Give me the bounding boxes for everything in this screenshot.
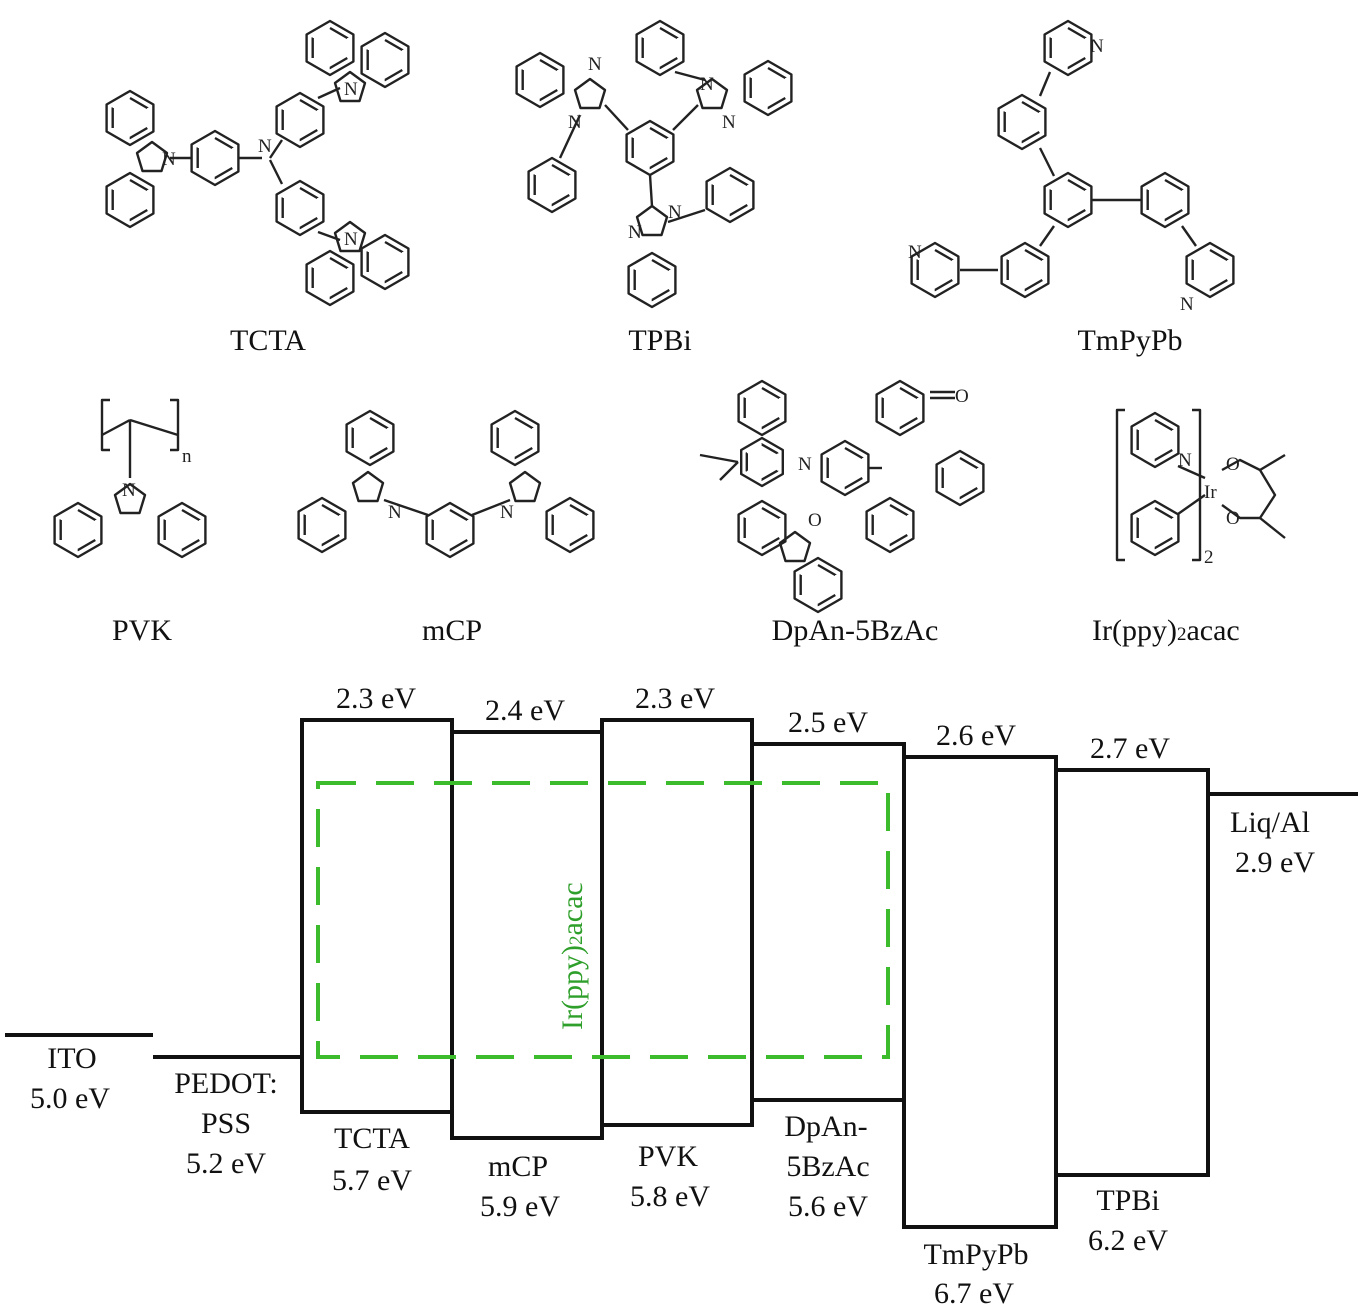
tcta-name: TCTA [334,1122,410,1155]
atom-label: N [908,242,922,263]
atom-label: N [628,222,642,243]
atom-label: N [1178,450,1192,471]
pedot-value: 5.2 eV [186,1147,266,1180]
dopant-box [316,781,890,1059]
tpbi-structure: N N N N N N TPBi [515,19,793,357]
atom-label: O [808,510,822,531]
pvk-lumo: 2.3 eV [635,682,715,715]
atom-label: O [1226,454,1240,475]
ito-name: ITO [47,1042,96,1075]
tpbi-homo: 6.2 eV [1088,1224,1168,1257]
tpbi-name: TPBi [1096,1184,1159,1217]
atom-label: N [798,454,812,475]
atom-label: N [500,502,514,523]
pedot-name-1: PEDOT: [174,1067,278,1100]
atom-label: N [722,112,736,133]
atom-label: 2 [1204,547,1214,568]
atom-label: N [162,149,176,170]
dpan-structure: N O O DpAn-5BzAc [699,379,985,647]
atom-label: O [1226,508,1240,529]
atom-label: N [668,202,682,223]
tmpypb-homo: 6.7 eV [934,1277,1014,1310]
atom-label: Ir [1204,482,1217,503]
atom-label: O [955,386,969,407]
mcp-homo: 5.9 eV [480,1190,560,1223]
atom-label: N [1090,36,1104,57]
pvk-structure: N n PVK [53,398,207,647]
atom-label: N [588,54,602,75]
irppy-structure: N Ir O O 2 Ir(ppy)2acac [1092,408,1286,647]
tmpypb-lumo: 2.6 eV [936,719,1016,752]
dpan-lumo: 2.5 eV [788,706,868,739]
tmpypb-structure: N N N TmPyPb [908,19,1235,357]
dpan-homo: 5.6 eV [788,1190,868,1223]
atom-label: N [344,229,358,250]
atom-label: N [568,112,582,133]
tpbi-box [1054,768,1210,1177]
mcp-lumo: 2.4 eV [485,694,565,727]
atom-label: N [1180,294,1194,315]
tcta-homo: 5.7 eV [332,1164,412,1197]
pedot-name-2: PSS [201,1107,251,1140]
pvk-homo: 5.8 eV [630,1180,710,1213]
irppy-label: Ir(ppy)2acac [1092,614,1240,647]
mcp-label: mCP [422,614,482,647]
mcp-name: mCP [488,1150,548,1183]
dpan-name-1: DpAn- [784,1110,867,1143]
tcta-structure: N N N N TCTA [105,19,410,357]
liqal-value: 2.9 eV [1235,846,1315,879]
tmpypb-name: TmPyPb [923,1238,1028,1271]
mcp-structure: N N mCP [297,409,595,647]
tcta-box [300,718,454,1114]
pvk-name: PVK [638,1140,698,1173]
tcta-lumo: 2.3 eV [336,682,416,715]
tmpypb-box [902,755,1058,1229]
tmpypb-label: TmPyPb [1077,324,1182,357]
pvk-label: PVK [112,614,172,647]
dpan-name-2: 5BzAc [786,1150,869,1183]
pvk-box [600,718,754,1127]
dpan-label: DpAn-5BzAc [772,614,939,647]
atom-label: N [388,502,402,523]
tpbi-label: TPBi [628,324,691,357]
liqal-name: Liq/Al [1230,806,1310,839]
tpbi-lumo: 2.7 eV [1090,732,1170,765]
atom-label: N [258,136,272,157]
tcta-label: TCTA [230,324,306,357]
dopant-label: Ir(ppy)2acac [556,882,589,1030]
energy-diagram: ITO 5.0 eV PEDOT: PSS 5.2 eV Liq/Al 2.9 … [5,682,1358,1310]
atom-label: n [182,446,192,467]
ito-value: 5.0 eV [30,1082,110,1115]
atom-label: N [122,480,136,501]
atom-label: N [700,74,714,95]
dpan-box [750,742,906,1102]
atom-label: N [344,79,358,100]
